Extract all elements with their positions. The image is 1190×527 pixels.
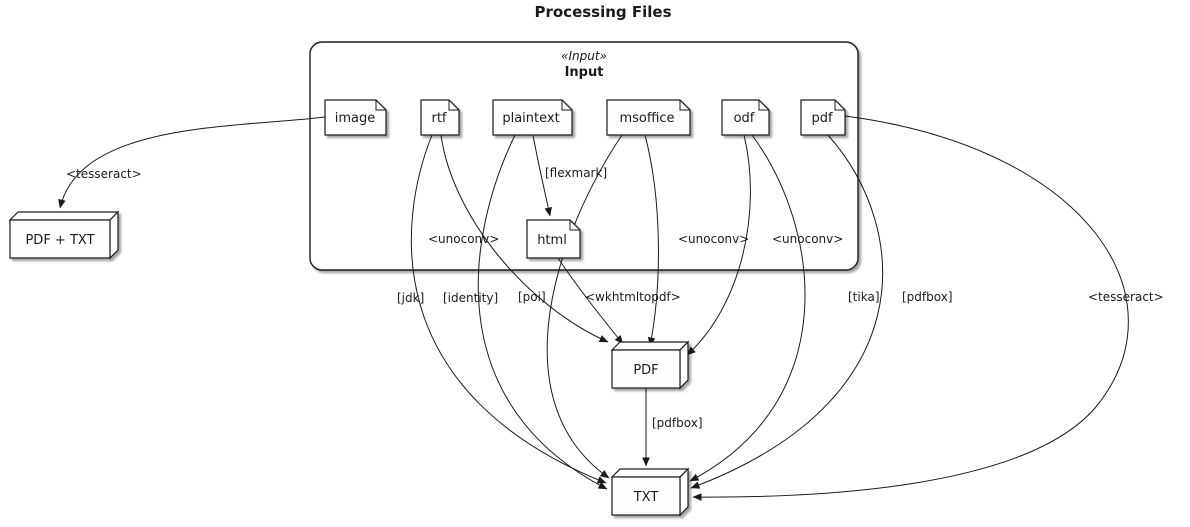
edge-rtf-to-txt <box>410 134 607 484</box>
diagram-title: Processing Files <box>534 3 671 21</box>
edge-odf-to-pdf <box>686 134 751 356</box>
edge-label-poi: [poi] <box>518 290 546 304</box>
input-container: «Input» Input <box>309 41 859 271</box>
file-node-odf: odf <box>721 99 770 136</box>
file-node-image: image <box>324 99 387 136</box>
file-node-msoffice: msoffice <box>606 99 691 136</box>
edge-plaintext-to-txt <box>477 134 608 490</box>
edge-label-flexmark: [flexmark] <box>545 166 607 180</box>
edge-label-wkhtmltopdf: <wkhtmltopdf> <box>585 290 681 304</box>
edge-label-tesseract-pdf: <tesseract> <box>1088 290 1164 304</box>
file-node-plaintext: plaintext <box>492 99 573 136</box>
file-node-pdf: pdf <box>800 99 846 136</box>
edges-group <box>58 115 1129 501</box>
node-pdf-box-label: PDF <box>633 363 658 378</box>
file-node-html: html <box>526 219 581 259</box>
file-node-odf-label: odf <box>734 111 755 126</box>
node-pdf-box: PDF <box>610 340 690 390</box>
edge-plaintext-to-html <box>532 134 552 217</box>
edge-html-to-pdf <box>557 257 624 345</box>
input-container-label: Input <box>565 65 604 80</box>
edge-label-identity: [identity] <box>443 291 498 305</box>
edge-pdf-to-txt-pdfbox <box>690 134 883 489</box>
edge-label-tesseract-image: <tesseract> <box>66 167 142 181</box>
edge-label-tika: [tika] <box>848 290 880 304</box>
file-node-image-label: image <box>335 111 376 126</box>
edge-label-pdfbox-pdf: [pdfbox] <box>902 290 953 304</box>
edge-label-unoconv-odf: <unoconv> <box>772 232 843 246</box>
file-node-rtf: rtf <box>420 99 460 136</box>
edge-odf-to-txt <box>689 134 806 482</box>
edge-label-unoconv-rtf: <unoconv> <box>428 232 499 246</box>
edge-rtf-to-pdf <box>440 134 609 343</box>
node-pdf-txt: PDF + TXT <box>8 210 120 260</box>
file-node-rtf-label: rtf <box>431 111 446 126</box>
edge-label-unoconv-msoffice: <unoconv> <box>678 232 749 246</box>
file-node-pdf-label: pdf <box>811 111 833 126</box>
node-txt-box: TXT <box>610 467 690 517</box>
edge-msoffice-to-txt <box>546 134 623 479</box>
node-pdf-txt-label: PDF + TXT <box>25 233 94 248</box>
edge-label-pdfbox-step: [pdfbox] <box>652 416 703 430</box>
input-container-stereotype: «Input» <box>561 49 607 63</box>
file-node-msoffice-label: msoffice <box>619 111 674 126</box>
file-node-html-label: html <box>537 233 567 248</box>
node-txt-box-label: TXT <box>633 490 659 505</box>
edge-image-to-pdftxt <box>58 116 326 209</box>
edge-label-jdk: [jdk] <box>397 291 424 305</box>
file-node-plaintext-label: plaintext <box>502 111 559 126</box>
edge-msoffice-to-pdf <box>644 134 659 347</box>
edge-labels-group: <tesseract> [flexmark] <unoconv> <unocon… <box>66 166 1164 430</box>
edge-pdf-to-txt-tesseract <box>692 115 1129 501</box>
